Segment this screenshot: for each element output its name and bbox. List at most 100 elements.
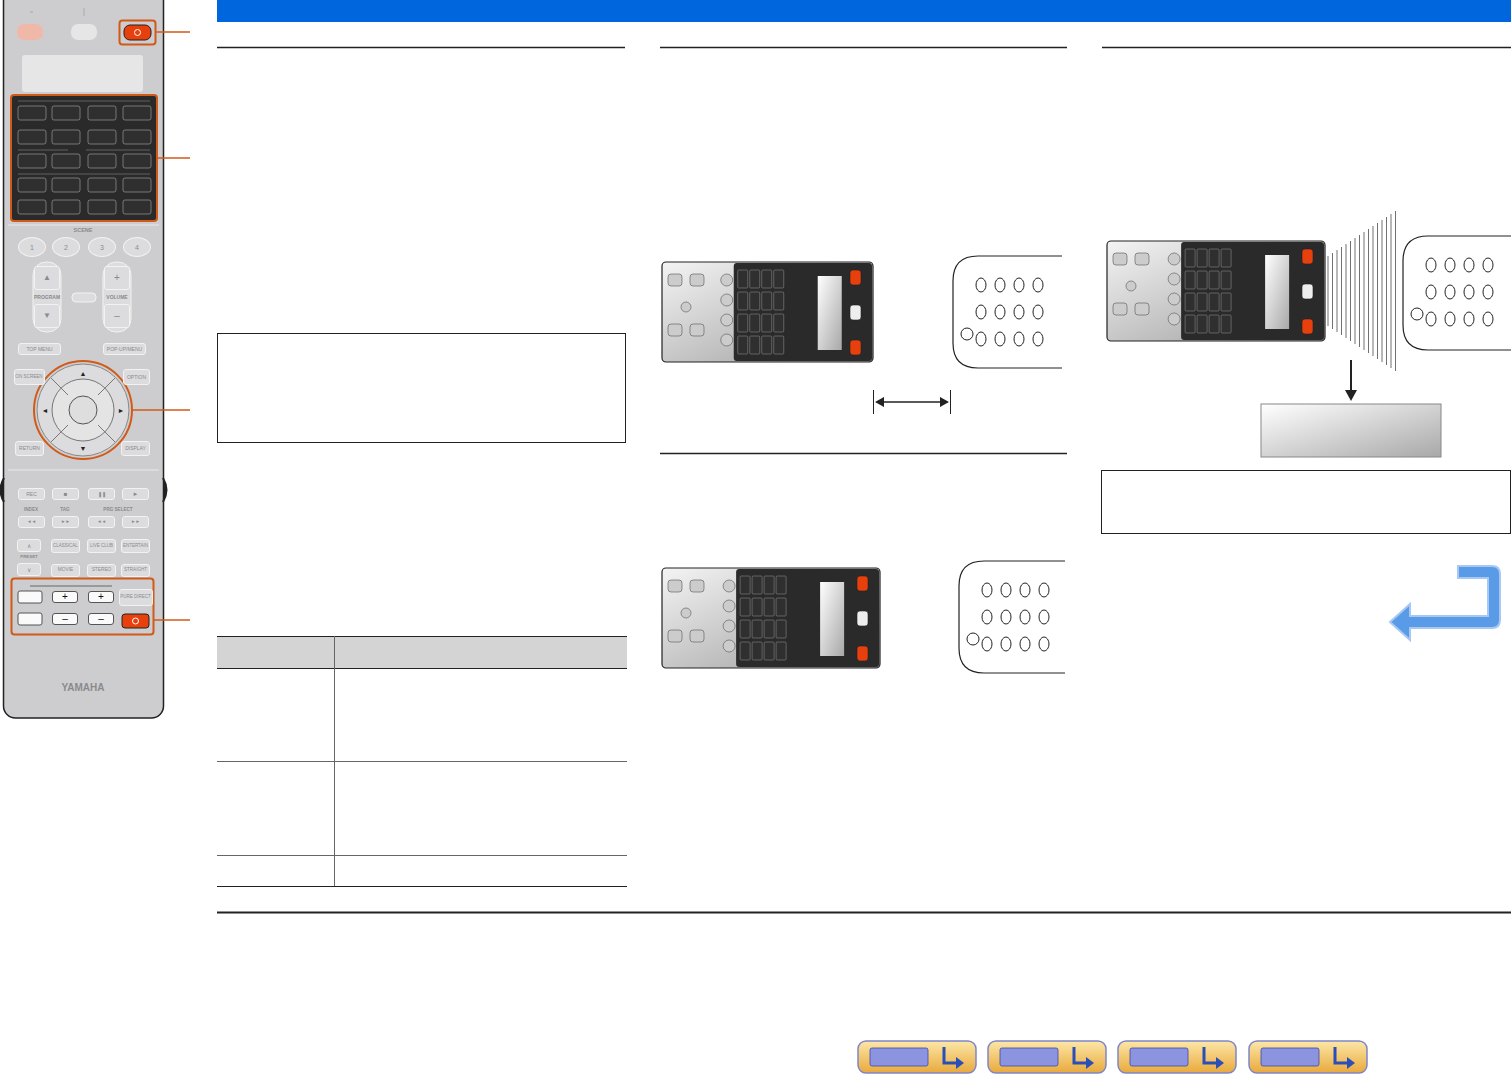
drawing-stroke — [982, 610, 992, 624]
drawing-stroke — [750, 270, 760, 288]
remote-button: 2 — [52, 237, 80, 257]
drawing-stroke — [1185, 315, 1195, 333]
remote-label: VOLUME — [106, 295, 127, 300]
remote-button: CLASSICAL — [51, 539, 80, 553]
drawing-stroke — [668, 580, 682, 592]
drawing-stroke — [1204, 1047, 1218, 1063]
drawing-stroke — [850, 305, 861, 320]
drawing-stroke — [18, 150, 68, 151]
key-button — [52, 130, 80, 144]
infrared-ray — [1377, 223, 1378, 359]
key-button — [88, 154, 116, 168]
drawing-stroke — [723, 580, 735, 592]
remote-button: MOVIE — [51, 564, 80, 577]
drawing-stroke — [1001, 637, 1011, 651]
infrared-ray — [1359, 235, 1360, 347]
drawing-stroke — [1302, 319, 1313, 334]
drawing-stroke — [776, 576, 786, 594]
drawing-stroke — [723, 620, 735, 632]
remote-button: ◄◄ — [88, 516, 115, 528]
drawing-stroke — [1020, 637, 1030, 651]
drawing-stroke — [752, 598, 762, 616]
key-button — [123, 154, 151, 168]
drawing-stroke — [1020, 610, 1030, 624]
drawing-stroke — [1001, 583, 1011, 597]
drawing-stroke — [1126, 281, 1136, 291]
drawing-stroke — [1335, 1047, 1349, 1063]
infrared-ray — [1328, 256, 1329, 326]
infrared-ray — [1391, 214, 1392, 368]
button-label: ∧ — [27, 543, 31, 549]
drawing-stroke — [1445, 312, 1455, 326]
remote-button: ◄◄ — [18, 516, 45, 528]
remote-button: ▼ — [34, 304, 60, 328]
key-button — [88, 106, 116, 120]
key-button — [52, 154, 80, 168]
drawing-stroke — [764, 576, 774, 594]
drawing-stroke — [764, 620, 774, 638]
button-label: ►► — [131, 520, 140, 525]
drawing-stroke — [774, 314, 784, 332]
drawing-stroke — [1426, 285, 1436, 299]
infrared-ray — [1373, 226, 1374, 356]
drawing-stroke — [1033, 305, 1043, 319]
drawing-stroke — [1039, 637, 1049, 651]
remote-button: 4 — [123, 237, 151, 257]
drawing-stroke — [982, 583, 992, 597]
drawing-stroke — [736, 569, 879, 667]
remote-button: ▲ — [34, 266, 60, 290]
drawing-stroke — [18, 101, 150, 102]
drawing-stroke — [1445, 258, 1455, 272]
key-button — [88, 130, 116, 144]
drawing-stroke — [1347, 1057, 1355, 1069]
remote-button: PURE DIRECT — [119, 589, 153, 606]
button-label: ►► — [61, 520, 70, 525]
drawing-stroke — [738, 270, 748, 288]
key-button — [18, 154, 46, 168]
button-label: ■ — [64, 491, 68, 497]
drawing-stroke — [1197, 315, 1207, 333]
drawing-stroke — [668, 324, 682, 336]
drawing-stroke — [1181, 242, 1324, 340]
drawing-stroke — [1197, 293, 1207, 311]
drawing-stroke — [750, 336, 760, 354]
button-label: + — [98, 592, 104, 602]
drawing-stroke — [1130, 1048, 1188, 1066]
button-label: ◄◄ — [97, 520, 106, 525]
drawing-stroke — [944, 1047, 958, 1063]
drawing-stroke — [774, 270, 784, 288]
button-label: 3 — [100, 244, 104, 251]
drawing-stroke — [776, 620, 786, 638]
drawing-stroke — [721, 334, 733, 346]
remote-button: STEREO — [87, 564, 116, 577]
drawing-stroke — [681, 608, 691, 618]
drawing-stroke — [690, 630, 704, 642]
remote-label: ▼ — [80, 445, 87, 452]
remote-button: ►► — [122, 516, 149, 528]
remote-button: + — [88, 591, 114, 603]
infrared-ray — [1368, 229, 1369, 353]
nav-icon — [858, 1041, 976, 1073]
drawing-stroke — [1113, 253, 1127, 265]
remote-label: SCENE — [74, 228, 93, 234]
remote-button: + — [52, 591, 78, 603]
drawing-stroke — [1261, 1048, 1319, 1066]
drawing-stroke — [1185, 249, 1195, 267]
drawing-stroke — [1464, 312, 1474, 326]
drawing-stroke — [953, 256, 1062, 368]
drawing-stroke — [18, 174, 150, 175]
nav-icon — [1249, 1041, 1367, 1073]
drawing-stroke — [1483, 258, 1493, 272]
drawing-stroke — [1221, 249, 1231, 267]
button-label: ▲ — [43, 274, 51, 282]
drawing-stroke — [690, 324, 704, 336]
drawing-stroke — [681, 302, 691, 312]
drawing-stroke — [1168, 313, 1180, 325]
drawing-stroke — [976, 332, 986, 346]
drawing-stroke — [857, 646, 868, 661]
key-button — [52, 178, 80, 192]
remote-button: ∨ — [17, 563, 41, 576]
drawing-stroke — [1483, 312, 1493, 326]
drawing-stroke — [721, 294, 733, 306]
infrared-ray — [1337, 250, 1338, 332]
